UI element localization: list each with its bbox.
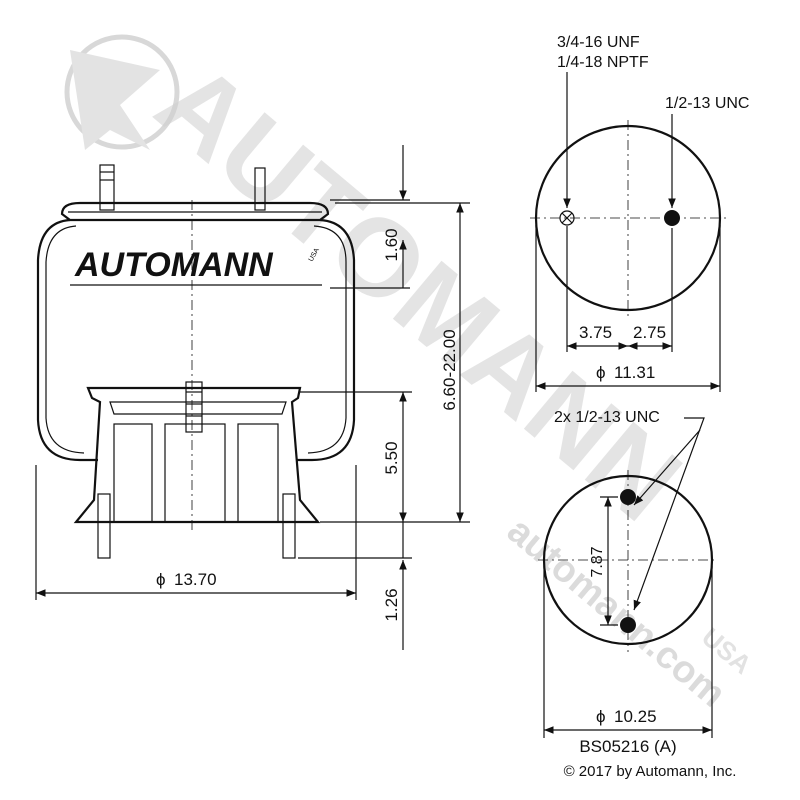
dim-bottom-diameter: 10.25 <box>614 707 657 726</box>
part-number: BS05216 (A) <box>579 737 676 756</box>
callout-bottom-studs: 2x 1/2-13 UNC <box>554 409 660 426</box>
dim-stud-offset: 2.75 <box>633 323 666 342</box>
dim-port-offset: 3.75 <box>579 323 612 342</box>
copyright: © 2017 by Automann, Inc. <box>564 763 737 780</box>
piston-cavity-center <box>164 423 226 523</box>
air-port <box>559 210 575 226</box>
watermark-arrow-icon <box>70 50 160 150</box>
dim-bottom-stud: 1.26 <box>382 588 401 621</box>
diameter-symbol-bottom: ϕ <box>596 707 606 726</box>
side-view: AUTOMANN USA 1.60 6.60-22.00 5.50 <box>35 145 470 650</box>
watermark-url: automann.com <box>499 510 733 716</box>
dim-piston-height: 5.50 <box>382 441 401 474</box>
bottom-stud-hole-top <box>620 489 636 505</box>
dim-overall-height: 6.60-22.00 <box>440 329 459 410</box>
dim-top-height: 1.60 <box>382 228 401 261</box>
dim-stud-spacing: 7.87 <box>589 546 606 577</box>
piston <box>73 386 321 524</box>
callout-port-2: 1/4-18 NPTF <box>557 54 649 71</box>
bellow-logo: AUTOMANN <box>74 246 274 284</box>
diameter-symbol-side: ϕ <box>156 570 166 589</box>
bottom-stud-hole-bottom <box>620 617 636 633</box>
top-stud-hole <box>664 210 680 226</box>
top-view: 3/4-16 UNF 1/4-18 NPTF 1/2-13 UNC 3.75 2… <box>530 34 749 392</box>
bottom-view: 7.87 2x 1/2-13 UNC ϕ 10.25 <box>538 409 718 738</box>
bottom-stud-right <box>282 493 296 559</box>
center-bolt <box>185 381 203 433</box>
bellow-right <box>296 218 356 462</box>
callout-port: 3/4-16 UNF <box>557 34 640 51</box>
dim-top-diameter: 11.31 <box>614 363 655 382</box>
watermark-circle <box>64 34 180 150</box>
bellow-left <box>36 218 98 462</box>
piston-cavity-left <box>113 423 153 523</box>
top-stud-right <box>254 167 266 211</box>
diameter-symbol-top: ϕ <box>596 363 606 382</box>
watermark-brand: AUTOMANN <box>135 39 704 544</box>
bottom-stud-left <box>97 493 111 559</box>
dim-side-diameter: 13.70 <box>174 570 217 589</box>
bead-plate <box>60 201 330 222</box>
piston-cavity-right <box>237 423 279 523</box>
callout-top-stud: 1/2-13 UNC <box>665 95 749 112</box>
top-stud-left <box>99 164 115 211</box>
